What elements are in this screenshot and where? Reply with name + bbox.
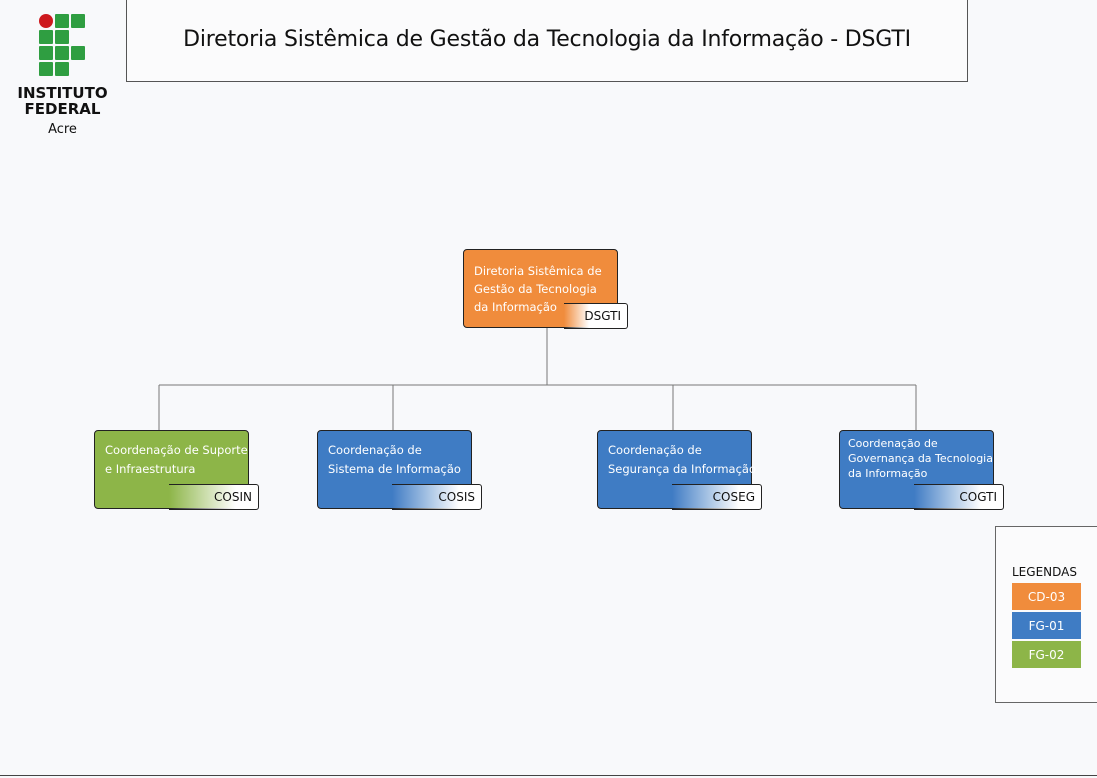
node-coseg-code: COSEG xyxy=(672,484,762,510)
node-dsgti-label: Diretoria Sistêmica de Gestão da Tecnolo… xyxy=(474,264,602,314)
node-cosin-code: COSIN xyxy=(169,484,259,510)
node-coseg[interactable]: Coordenação de Segurança da Informação C… xyxy=(597,430,762,510)
node-cogti-label: Coordenação de Governança da Tecnologia … xyxy=(848,437,993,480)
legend-item-fg01: FG-01 xyxy=(1012,612,1081,639)
node-coseg-label: Coordenação de Segurança da Informação xyxy=(608,443,757,476)
institute-logo: INSTITUTO FEDERAL Acre xyxy=(10,12,115,142)
legend-item-fg01-label: FG-01 xyxy=(1028,618,1065,633)
logo-line-3: Acre xyxy=(48,122,77,137)
legend-item-cd03-label: CD-03 xyxy=(1027,589,1066,604)
bottom-divider xyxy=(0,775,1097,776)
legend-item-cd03: CD-03 xyxy=(1012,583,1081,610)
logo-line-1: INSTITUTO xyxy=(17,84,108,102)
node-cosin-label: Coordenação de Suporte e Infraestrutura xyxy=(105,443,248,476)
node-dsgti-code: DSGTI xyxy=(564,303,628,329)
legend-title: LEGENDAS xyxy=(1012,565,1077,579)
node-cogti-code: COGTI xyxy=(914,484,1004,510)
page-title: Diretoria Sistêmica de Gestão da Tecnolo… xyxy=(183,27,911,52)
node-cosis[interactable]: Coordenação de Sistema de Informação COS… xyxy=(317,430,482,510)
node-dsgti[interactable]: Diretoria Sistêmica de Gestão da Tecnolo… xyxy=(463,249,628,329)
logo-line-2: FEDERAL xyxy=(24,100,101,118)
logo-name: INSTITUTO FEDERAL xyxy=(10,85,115,117)
legend-box: LEGENDAS CD-03 FG-01 FG-02 xyxy=(995,526,1097,703)
node-cosin[interactable]: Coordenação de Suporte e Infraestrutura … xyxy=(94,430,259,510)
legend-item-fg02: FG-02 xyxy=(1012,641,1081,668)
page-title-box: Diretoria Sistêmica de Gestão da Tecnolo… xyxy=(126,0,968,82)
node-cosis-code: COSIS xyxy=(392,484,482,510)
legend-item-fg02-label: FG-02 xyxy=(1028,647,1065,662)
node-cosis-label: Coordenação de Sistema de Informação xyxy=(328,443,461,476)
node-cogti[interactable]: Coordenação de Governança da Tecnologia … xyxy=(839,430,1004,510)
